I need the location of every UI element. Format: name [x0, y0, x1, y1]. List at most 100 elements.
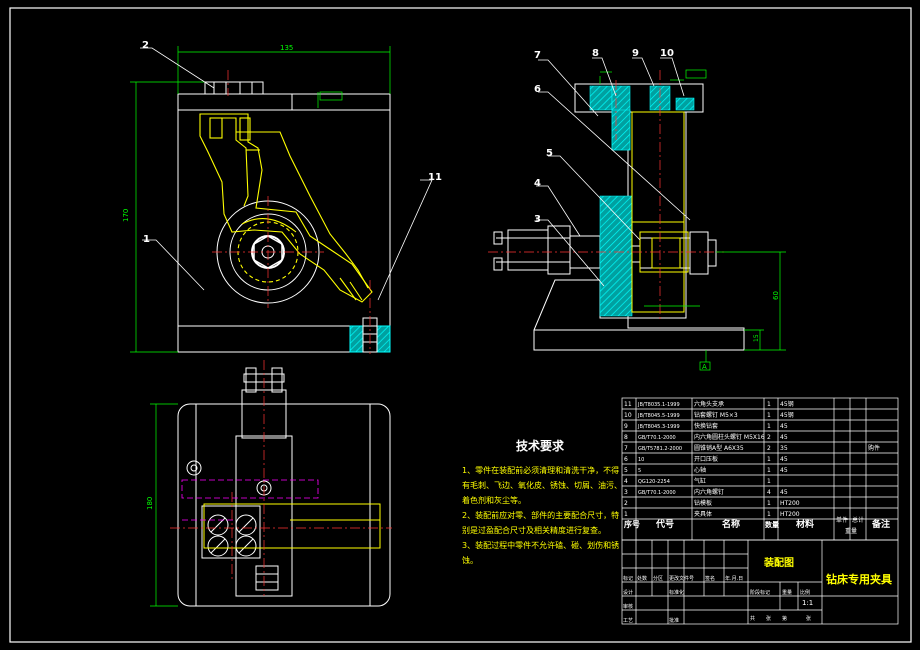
bom-cell-no: 5: [624, 467, 628, 474]
title-block-label: 审核: [623, 603, 633, 610]
title-block-label: 年.月.日: [725, 575, 743, 582]
tech-line-2: 有毛刺、飞边、氧化皮、锈蚀、切屑、油污、: [462, 480, 622, 490]
side-hatch: [589, 85, 695, 317]
top-dimensions: [150, 403, 178, 607]
dim-height-side: 60: [772, 291, 780, 300]
bom-cell-qty: 2: [767, 434, 771, 441]
tech-line-6: 3、装配过程中零件不允许磕、碰、划伤和锈: [462, 540, 619, 550]
bom-cell-mat: 45: [780, 467, 788, 474]
title-block-label: 工艺: [623, 618, 633, 624]
title-block-label: 比例: [800, 589, 810, 596]
bom-cell-name: 内六角螺钉: [694, 488, 724, 496]
balloon-1: 1: [143, 234, 150, 245]
title-block-label: 签名: [705, 575, 715, 582]
bom-cell-code: 10: [638, 457, 644, 463]
bom-cell-mat: 35: [780, 445, 788, 452]
balloon-10: 10: [660, 48, 674, 59]
workpiece-outline: [199, 113, 373, 303]
bom-cell-code: 5: [638, 468, 641, 474]
bom-cell-qty: 1: [767, 500, 771, 507]
side-view: [493, 83, 745, 351]
title-block-label: 阶段标记: [750, 589, 770, 596]
bom-cell-name: 圆锥销A型 A6X35: [694, 444, 744, 452]
bom-cell-mat: 45: [780, 423, 788, 430]
tech-line-7: 蚀。: [462, 555, 478, 565]
title-block-label: 标准化: [669, 589, 684, 596]
tech-line-1: 1、零件在装配前必须清理和清洗干净，不得: [462, 465, 619, 475]
bom-cell-name: 钻套螺钉 M5×3: [694, 411, 738, 419]
title-block-label: 共: [750, 615, 755, 622]
top-center-lines: [170, 360, 392, 596]
bom-cell-no: 1: [624, 511, 628, 518]
bom-cell-qty: 1: [767, 511, 771, 518]
balloon-9: 9: [632, 48, 639, 59]
top-workpiece: [203, 503, 381, 549]
bom-h-total: 总计: [852, 516, 864, 524]
bom-cell-name: 开口压板: [694, 455, 718, 463]
bom-h-note: 备注: [871, 518, 890, 530]
bom-cell-name: 快换钻套: [694, 422, 718, 430]
sheet-border: [9, 7, 912, 643]
balloon-3: 3: [534, 214, 541, 225]
dim-height-left: 170: [122, 209, 130, 222]
dim-height-small: 15: [753, 334, 760, 342]
title-block-label: 重量: [782, 589, 792, 596]
bom-cell-code: JB/T8035.1-1999: [637, 402, 680, 408]
dim-width-bottom: 180: [146, 497, 154, 510]
balloon-7: 7: [534, 50, 541, 61]
side-leaders: [536, 57, 691, 287]
bom-cell-no: 2: [624, 500, 628, 507]
front-leaders: [140, 47, 433, 301]
bom-cell-no: 3: [624, 489, 628, 496]
bom-cell-note: 购件: [868, 444, 880, 452]
title-block-label: 标记: [623, 575, 633, 582]
bom-cell-mat: 45钢: [780, 411, 794, 419]
title-block: [621, 539, 899, 625]
balloon-5: 5: [546, 148, 553, 159]
bom-cell-code: GB/T70.1-2000: [638, 490, 676, 496]
tech-line-4: 2、装配前应对零、部件的主要配合尺寸，特: [462, 510, 619, 520]
balloon-2: 2: [142, 40, 149, 51]
datum-a: A: [702, 363, 707, 371]
title-block-label: 分区: [653, 575, 663, 582]
bom-cell-mat: 45: [780, 489, 788, 496]
technical-requirements: 技术要求 1、零件在装配前必须清理和清洗干净，不得 有毛刺、飞边、氧化皮、锈蚀、…: [462, 438, 622, 565]
bom-cell-no: 4: [624, 478, 628, 485]
bom-cell-name: 心轴: [694, 466, 706, 474]
bom-cell-code: GB/T5781.2-2000: [638, 446, 682, 452]
bom-cell-name: 夹具体: [694, 510, 712, 518]
drawing-title: 装配图: [763, 556, 794, 569]
title-block-labels: 标记处数分区更改文件号签名年.月.日设计标准化审核工艺批准阶段标记重量比例共张第…: [623, 575, 811, 624]
bom-h-mat: 材料: [795, 518, 814, 530]
title-block-label: 第: [782, 615, 787, 622]
balloon-8: 8: [592, 48, 599, 59]
title-block-label: 处数: [637, 575, 647, 582]
bom-cell-qty: 2: [767, 445, 771, 452]
title-block-label: 张: [766, 615, 771, 622]
tech-line-5: 别是过盈配合尺寸及相关精度进行复查。: [462, 525, 606, 535]
bom-cell-no: 7: [624, 445, 628, 452]
bom-cell-no: 6: [624, 456, 628, 463]
bom-cell-name: 六角头支承: [694, 400, 724, 408]
bom-cell-code: JB/T8045.3-1999: [637, 424, 680, 430]
bom-cell-qty: 1: [767, 401, 771, 408]
balloon-6: 6: [534, 84, 541, 95]
bom-cell-code: QG120-2254: [638, 479, 670, 485]
bom-cell-no: 11: [624, 401, 632, 408]
bom-h-single: 单件: [836, 516, 848, 524]
bom-cell-qty: 1: [767, 478, 771, 485]
side-center-lines: [488, 70, 724, 322]
bom-cell-code: JB/T8045.5-1999: [637, 413, 680, 419]
title-block-label: 设计: [623, 589, 633, 596]
bom-cell-no: 9: [624, 423, 628, 430]
bom-cell-name: 气缸: [694, 477, 706, 485]
bom-cell-qty: 4: [767, 489, 771, 496]
title-block-label: 张: [806, 615, 811, 622]
scale-value: 1:1: [802, 599, 813, 607]
side-dimensions: [599, 69, 786, 371]
bom-h-weight: 重量: [845, 527, 857, 535]
dim-width-top: 135: [280, 44, 293, 52]
bom-cell-mat: 45钢: [780, 400, 794, 408]
tech-title: 技术要求: [516, 438, 565, 453]
